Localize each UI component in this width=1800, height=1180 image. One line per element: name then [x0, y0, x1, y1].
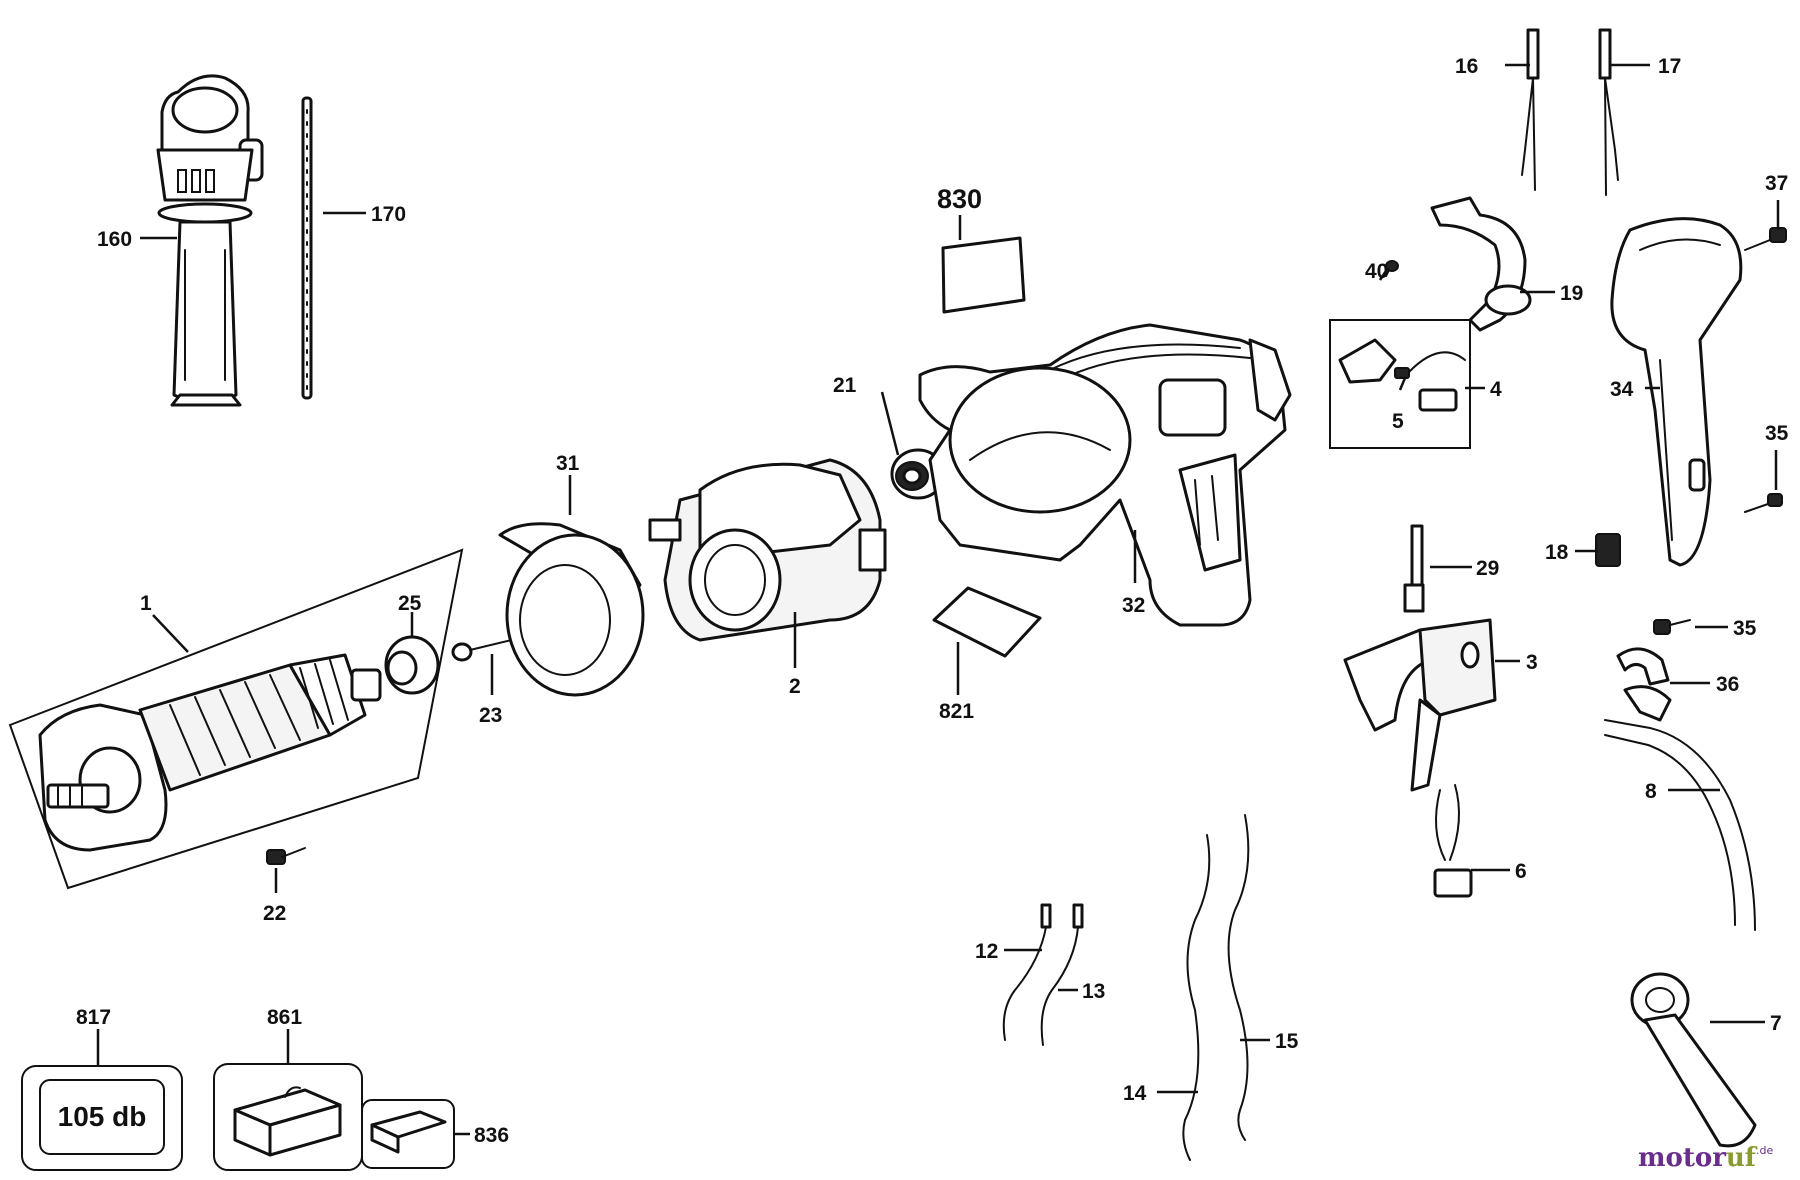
- label-861: 861: [267, 1006, 302, 1029]
- armature-assembly-1: [8, 548, 464, 890]
- label-16: 16: [1455, 55, 1478, 78]
- lead-wire-17: [1598, 28, 1619, 196]
- noise-rating-box-817: 105 db: [21, 1065, 183, 1171]
- lead-wire-15: [1227, 814, 1250, 1141]
- label-25: 25: [398, 592, 422, 615]
- brush-with-leads-6: [1433, 784, 1473, 898]
- noise-rating-text: 105 db: [58, 1101, 147, 1132]
- label-plate-821: [932, 586, 1042, 658]
- label-13: 13: [1082, 980, 1105, 1003]
- motor-housing-32: [918, 323, 1292, 627]
- label-836: 836: [474, 1124, 509, 1147]
- svg-text:motoruf.de: motoruf.de: [1638, 1143, 1773, 1173]
- label-31: 31: [556, 452, 580, 475]
- brush-clamp-19: [1430, 196, 1532, 332]
- cord-protector-7: [1630, 972, 1757, 1148]
- switch-3: [1343, 618, 1497, 792]
- power-cord-8-edge: [1604, 734, 1736, 926]
- rear-handle-34: [1610, 217, 1743, 567]
- power-cord-8: [1604, 719, 1756, 931]
- lead-wire-14: [1182, 834, 1211, 1161]
- label-2: 2: [789, 675, 801, 698]
- label-6: 6: [1515, 860, 1527, 883]
- carry-case-box-861: [213, 1063, 363, 1171]
- depth-rod-170: [301, 96, 313, 400]
- label-19: 19: [1560, 282, 1583, 305]
- label-23: 23: [479, 704, 502, 727]
- label-plate-830: [941, 236, 1026, 314]
- screw-40: [1385, 260, 1399, 277]
- switch-lever-29: [1403, 524, 1425, 613]
- label-29: 29: [1476, 557, 1499, 580]
- label-12: 12: [975, 940, 998, 963]
- label-821: 821: [939, 700, 974, 723]
- label-36: 36: [1716, 673, 1739, 696]
- label-830: 830: [937, 184, 982, 214]
- label-15: 15: [1275, 1030, 1299, 1053]
- brush-holder-group-4: [1329, 319, 1471, 449]
- carbon-brush-18: [1595, 533, 1621, 567]
- label-7: 7: [1770, 1012, 1782, 1035]
- watermark-suffix: .de: [1756, 1144, 1773, 1157]
- label-37: 37: [1765, 172, 1788, 195]
- label-34: 34: [1610, 378, 1634, 401]
- label-21: 21: [833, 374, 857, 397]
- leader-lines: [96, 63, 1780, 1136]
- label-170: 170: [371, 203, 406, 226]
- label-18: 18: [1545, 541, 1569, 564]
- cord-clamp-36: [1616, 647, 1672, 722]
- label-1: 1: [140, 592, 152, 615]
- label-40: 40: [1365, 260, 1388, 283]
- label-8: 8: [1645, 780, 1657, 803]
- label-35-lower: 35: [1733, 617, 1757, 640]
- bearing-25: [384, 635, 440, 695]
- screw-35-lower: [1653, 619, 1691, 635]
- label-5: 5: [1392, 410, 1404, 433]
- label-4: 4: [1490, 378, 1502, 401]
- case-insert-box-836: [361, 1099, 455, 1169]
- screw-35-upper: [1744, 493, 1783, 513]
- label-817: 817: [76, 1006, 111, 1029]
- lead-wire-12: [1002, 903, 1052, 1041]
- label-160: 160: [97, 228, 132, 251]
- label-14: 14: [1123, 1082, 1147, 1105]
- watermark-part2: uf: [1726, 1143, 1758, 1173]
- side-handle-160: [156, 74, 264, 407]
- label-17: 17: [1658, 55, 1681, 78]
- screw-37: [1744, 227, 1787, 251]
- label-22: 22: [263, 902, 286, 925]
- label-3: 3: [1526, 651, 1538, 674]
- lead-wire-13: [1040, 903, 1084, 1046]
- watermark-part1: motor: [1638, 1143, 1726, 1173]
- label-35-upper: 35: [1765, 422, 1789, 445]
- part-labels: 16 17 37 40 19 4 5 34 35 18 29 3 35 36 8…: [76, 55, 1789, 1147]
- lead-wire-16: [1521, 28, 1540, 191]
- site-watermark: motoruf.de: [1638, 1143, 1773, 1173]
- screw-22: [266, 847, 306, 865]
- label-32: 32: [1122, 594, 1145, 617]
- fan-baffle-31: [498, 522, 645, 697]
- field-coil-2: [648, 458, 887, 642]
